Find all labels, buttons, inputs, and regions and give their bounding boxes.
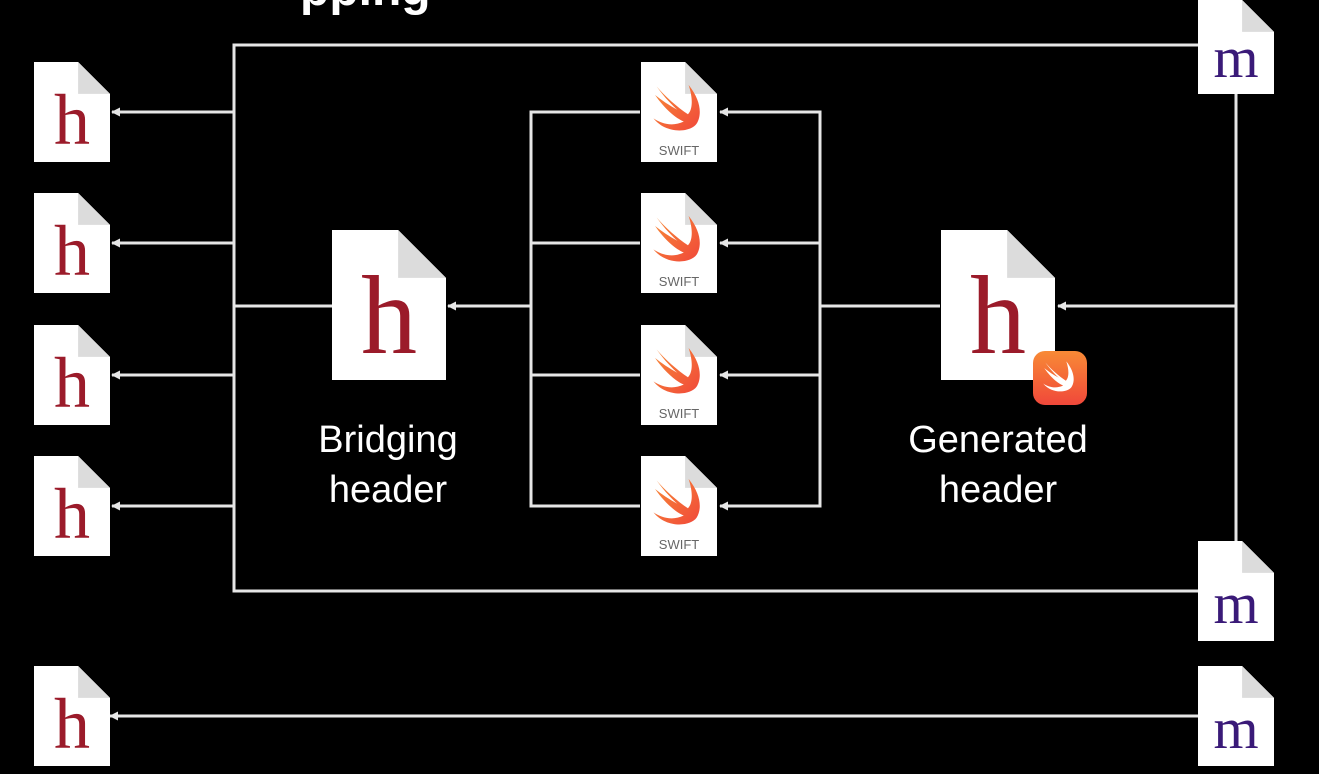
file-letter: h xyxy=(970,254,1026,378)
file-letter: h xyxy=(54,343,90,423)
header-file-icon: h xyxy=(332,230,446,380)
header-file-icon: h xyxy=(34,456,110,556)
file-letter: h xyxy=(54,80,90,160)
bridging-header-caption: Bridging header xyxy=(258,415,518,515)
header-file-icon: h xyxy=(941,230,1055,380)
file-letter: h xyxy=(361,254,417,378)
file-letter: m xyxy=(1213,696,1258,761)
swift-bird-shape xyxy=(653,84,700,131)
arrow-to-swift-file-4 xyxy=(719,306,822,511)
header-file-icon: h xyxy=(34,193,110,293)
generated-bracket-line xyxy=(719,107,822,306)
swift-bird-shape xyxy=(653,215,700,262)
swift-file-label: SWIFT xyxy=(659,143,699,158)
file-letter: h xyxy=(54,684,90,764)
swift-bird-shape xyxy=(1043,361,1074,392)
swift-file-label: SWIFT xyxy=(659,537,699,552)
header-file-icon: h xyxy=(34,62,110,162)
swift-file-label: SWIFT xyxy=(659,274,699,289)
implementation-file-icon: m xyxy=(1198,0,1274,94)
swift-badge-icon xyxy=(1033,351,1087,405)
file-letter: h xyxy=(54,211,90,291)
swift-bracket-line xyxy=(529,110,640,508)
caption-line: header xyxy=(328,469,448,511)
caption-line: Generated xyxy=(908,419,1088,461)
header-file-icon: h xyxy=(34,325,110,425)
swift-file-icon: SWIFT xyxy=(641,456,717,556)
generated-header-caption: Generated header xyxy=(868,415,1128,515)
file-letter: m xyxy=(1213,571,1258,636)
swift-bird-shape xyxy=(653,347,700,394)
swift-bird-shape xyxy=(653,478,700,525)
swift-file-icon: SWIFT xyxy=(641,62,717,162)
file-letter: m xyxy=(1213,25,1258,90)
caption-line: Bridging xyxy=(318,419,458,461)
swift-file-icon: SWIFT xyxy=(641,325,717,425)
connector-lines xyxy=(109,43,1238,721)
outer-loop-line xyxy=(232,43,1198,593)
caption-line: header xyxy=(938,469,1058,511)
swift-file-label: SWIFT xyxy=(659,406,699,421)
implementation-file-icon: m xyxy=(1198,541,1274,641)
swift-file-icon: SWIFT xyxy=(641,193,717,293)
header-file-icon: h xyxy=(34,666,110,766)
slide-title-fragment: pping xyxy=(300,0,431,17)
file-letter: h xyxy=(54,474,90,554)
implementation-file-icon: m xyxy=(1198,666,1274,766)
